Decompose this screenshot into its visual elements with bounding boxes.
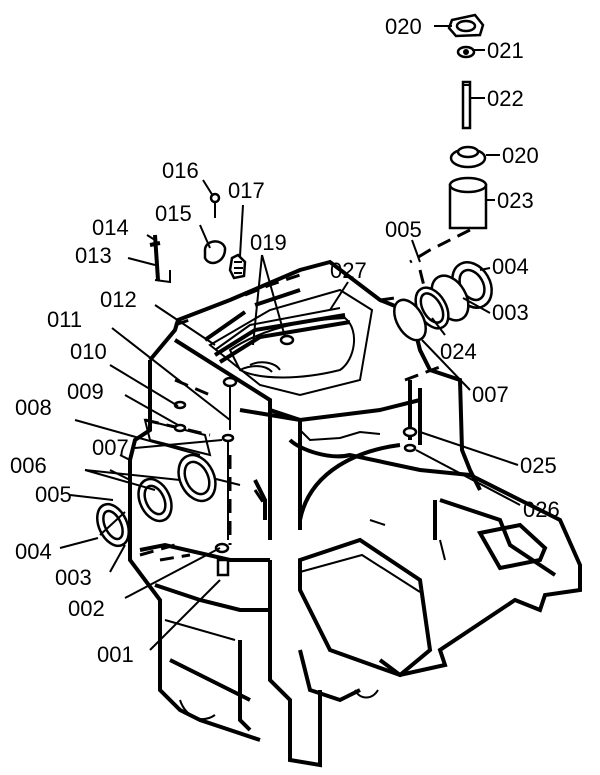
label-002: 002 bbox=[68, 596, 105, 621]
center-screw-column bbox=[173, 376, 418, 577]
label-017: 017 bbox=[228, 178, 265, 203]
label-020-top: 020 bbox=[385, 14, 422, 39]
label-013: 013 bbox=[75, 243, 112, 268]
part-006-ring bbox=[137, 477, 173, 523]
main-housing bbox=[109, 259, 582, 768]
label-005-right: 005 bbox=[385, 217, 422, 242]
label-007-right: 007 bbox=[472, 382, 509, 407]
callout-labels: 020 021 022 020 023 016 017 015 014 013 … bbox=[10, 14, 560, 667]
part-013-014-clip bbox=[149, 234, 171, 284]
label-012: 012 bbox=[100, 287, 137, 312]
label-011: 011 bbox=[47, 307, 82, 332]
label-009: 009 bbox=[67, 379, 104, 404]
part-022-shaft bbox=[461, 80, 472, 130]
label-027: 027 bbox=[330, 258, 367, 283]
label-004-right: 004 bbox=[492, 254, 529, 279]
label-004-left: 004 bbox=[15, 539, 52, 564]
part-004-left-lens bbox=[96, 502, 130, 548]
label-023: 023 bbox=[497, 188, 534, 213]
label-007-left: 007 bbox=[92, 435, 129, 460]
part-023-sleeve bbox=[448, 176, 488, 230]
label-024: 024 bbox=[440, 339, 477, 364]
part-020-collar bbox=[449, 145, 487, 169]
label-025: 025 bbox=[520, 453, 557, 478]
label-021: 021 bbox=[487, 38, 524, 63]
label-005-left: 005 bbox=[35, 482, 72, 507]
label-026: 026 bbox=[523, 497, 560, 522]
leader-lines bbox=[59, 25, 521, 651]
part-007-right-gasket bbox=[393, 298, 427, 342]
label-014: 014 bbox=[92, 215, 129, 240]
label-003-left: 003 bbox=[55, 565, 92, 590]
part-007-left-ring bbox=[177, 453, 217, 503]
part-016-screw bbox=[209, 192, 221, 218]
label-015: 015 bbox=[155, 201, 192, 226]
label-006: 006 bbox=[10, 453, 47, 478]
label-003-right: 003 bbox=[492, 300, 529, 325]
label-019: 019 bbox=[250, 230, 287, 255]
label-008: 008 bbox=[15, 395, 52, 420]
part-019-pins bbox=[249, 334, 295, 371]
label-001: 001 bbox=[97, 642, 134, 667]
part-020-top-cap bbox=[447, 13, 485, 38]
label-010: 010 bbox=[70, 339, 107, 364]
part-017-gear bbox=[228, 253, 247, 280]
part-021-washer bbox=[456, 45, 476, 59]
label-016: 016 bbox=[162, 158, 199, 183]
label-020-collar: 020 bbox=[502, 143, 539, 168]
label-022: 022 bbox=[487, 86, 524, 111]
